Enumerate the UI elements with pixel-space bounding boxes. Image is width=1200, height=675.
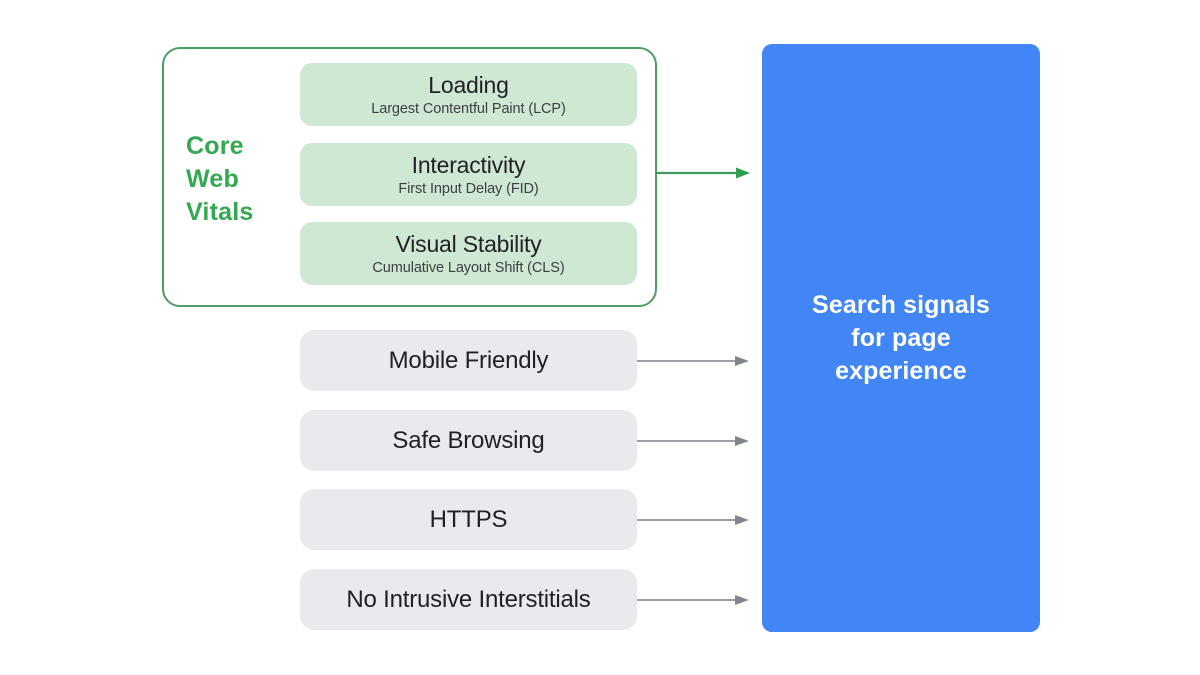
signal-card-title: Safe Browsing bbox=[392, 426, 545, 454]
signal-card-title: Mobile Friendly bbox=[388, 346, 549, 374]
search-signals-panel[interactable]: Search signals for page experience bbox=[762, 44, 1040, 632]
metric-card-visual-stability[interactable]: Visual Stability Cumulative Layout Shift… bbox=[300, 222, 637, 285]
core-web-vitals-label-line-2: Web bbox=[186, 165, 239, 193]
metric-card-loading[interactable]: Loading Largest Contentful Paint (LCP) bbox=[300, 63, 637, 126]
signal-arrow-mobile-friendly-icon bbox=[637, 354, 751, 368]
core-web-vitals-label-line-3: Vitals bbox=[186, 198, 254, 226]
signal-card-safe-browsing[interactable]: Safe Browsing bbox=[300, 410, 637, 471]
metric-card-subtitle: Cumulative Layout Shift (CLS) bbox=[372, 259, 565, 276]
metric-card-interactivity[interactable]: Interactivity First Input Delay (FID) bbox=[300, 143, 637, 206]
search-signals-panel-line-3: experience bbox=[835, 356, 967, 385]
metric-card-title: Visual Stability bbox=[395, 230, 542, 257]
search-signals-panel-text: Search signals for page experience bbox=[812, 289, 990, 388]
metric-card-title: Interactivity bbox=[411, 151, 526, 178]
signal-card-https[interactable]: HTTPS bbox=[300, 489, 637, 550]
signal-card-mobile-friendly[interactable]: Mobile Friendly bbox=[300, 330, 637, 391]
metric-card-title: Loading bbox=[428, 71, 509, 98]
core-web-vitals-label: Core Web Vitals bbox=[186, 130, 296, 229]
signal-arrow-safe-browsing-icon bbox=[637, 434, 751, 448]
signal-card-title: HTTPS bbox=[429, 505, 508, 533]
signal-card-title: No Intrusive Interstitials bbox=[346, 585, 591, 613]
core-web-vitals-label-line-1: Core bbox=[186, 132, 244, 160]
metric-card-subtitle: Largest Contentful Paint (LCP) bbox=[371, 100, 566, 117]
signal-card-no-intrusive-interstitials[interactable]: No Intrusive Interstitials bbox=[300, 569, 637, 630]
metric-card-subtitle: First Input Delay (FID) bbox=[398, 180, 539, 197]
core-web-vitals-arrow-icon bbox=[656, 166, 752, 180]
signal-arrow-no-intrusive-interstitials-icon bbox=[637, 593, 751, 607]
signal-arrow-https-icon bbox=[637, 513, 751, 527]
search-signals-panel-line-1: Search signals bbox=[812, 290, 990, 319]
search-signals-panel-line-2: for page bbox=[851, 323, 951, 352]
